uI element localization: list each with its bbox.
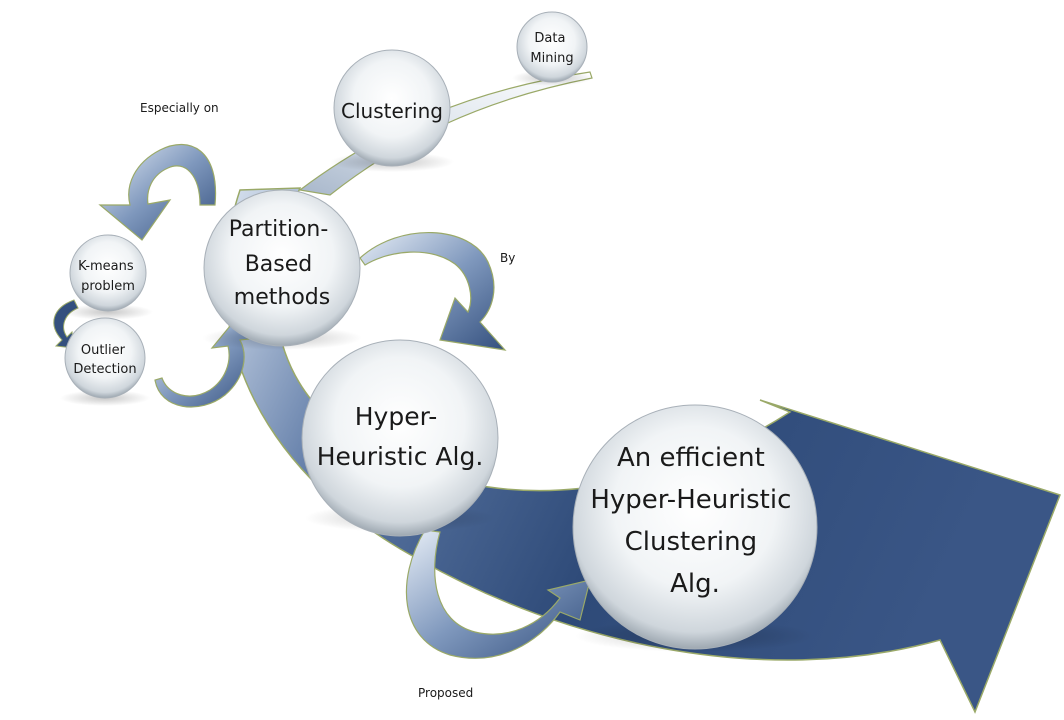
node-kmeans: K-means problem — [69, 234, 147, 312]
edge-label-especially-on: Especially on — [140, 101, 219, 115]
especially-on-arrow — [98, 143, 217, 241]
node-outlier-detection-label: Outlier Detection — [73, 343, 136, 377]
node-clustering-label: Clustering — [341, 99, 443, 123]
node-hyper-heuristic-label: Hyper- Heuristic Alg. — [317, 402, 484, 471]
sphere-shadow — [63, 304, 153, 320]
by-arrow — [359, 231, 507, 351]
proposed-arrow — [405, 529, 591, 659]
edge-label-by: By — [500, 251, 515, 265]
node-clustering: Clustering — [333, 49, 451, 167]
node-data-mining: Data Mining — [516, 11, 588, 83]
node-outlier-detection: Outlier Detection — [64, 317, 146, 399]
node-efficient-algorithm: An efficient Hyper-Heuristic Clustering … — [572, 404, 818, 650]
node-kmeans-label: K-means problem — [78, 259, 138, 294]
edge-label-proposed: Proposed — [418, 686, 473, 700]
node-partition-based: Partition- Based methods — [203, 189, 361, 347]
node-partition-based-label: Partition- Based methods — [229, 217, 336, 310]
node-hyper-heuristic: Hyper- Heuristic Alg. — [301, 339, 499, 537]
node-efficient-algorithm-label: An efficient Hyper-Heuristic Clustering … — [590, 443, 799, 599]
node-data-mining-label: Data Mining — [530, 31, 573, 66]
